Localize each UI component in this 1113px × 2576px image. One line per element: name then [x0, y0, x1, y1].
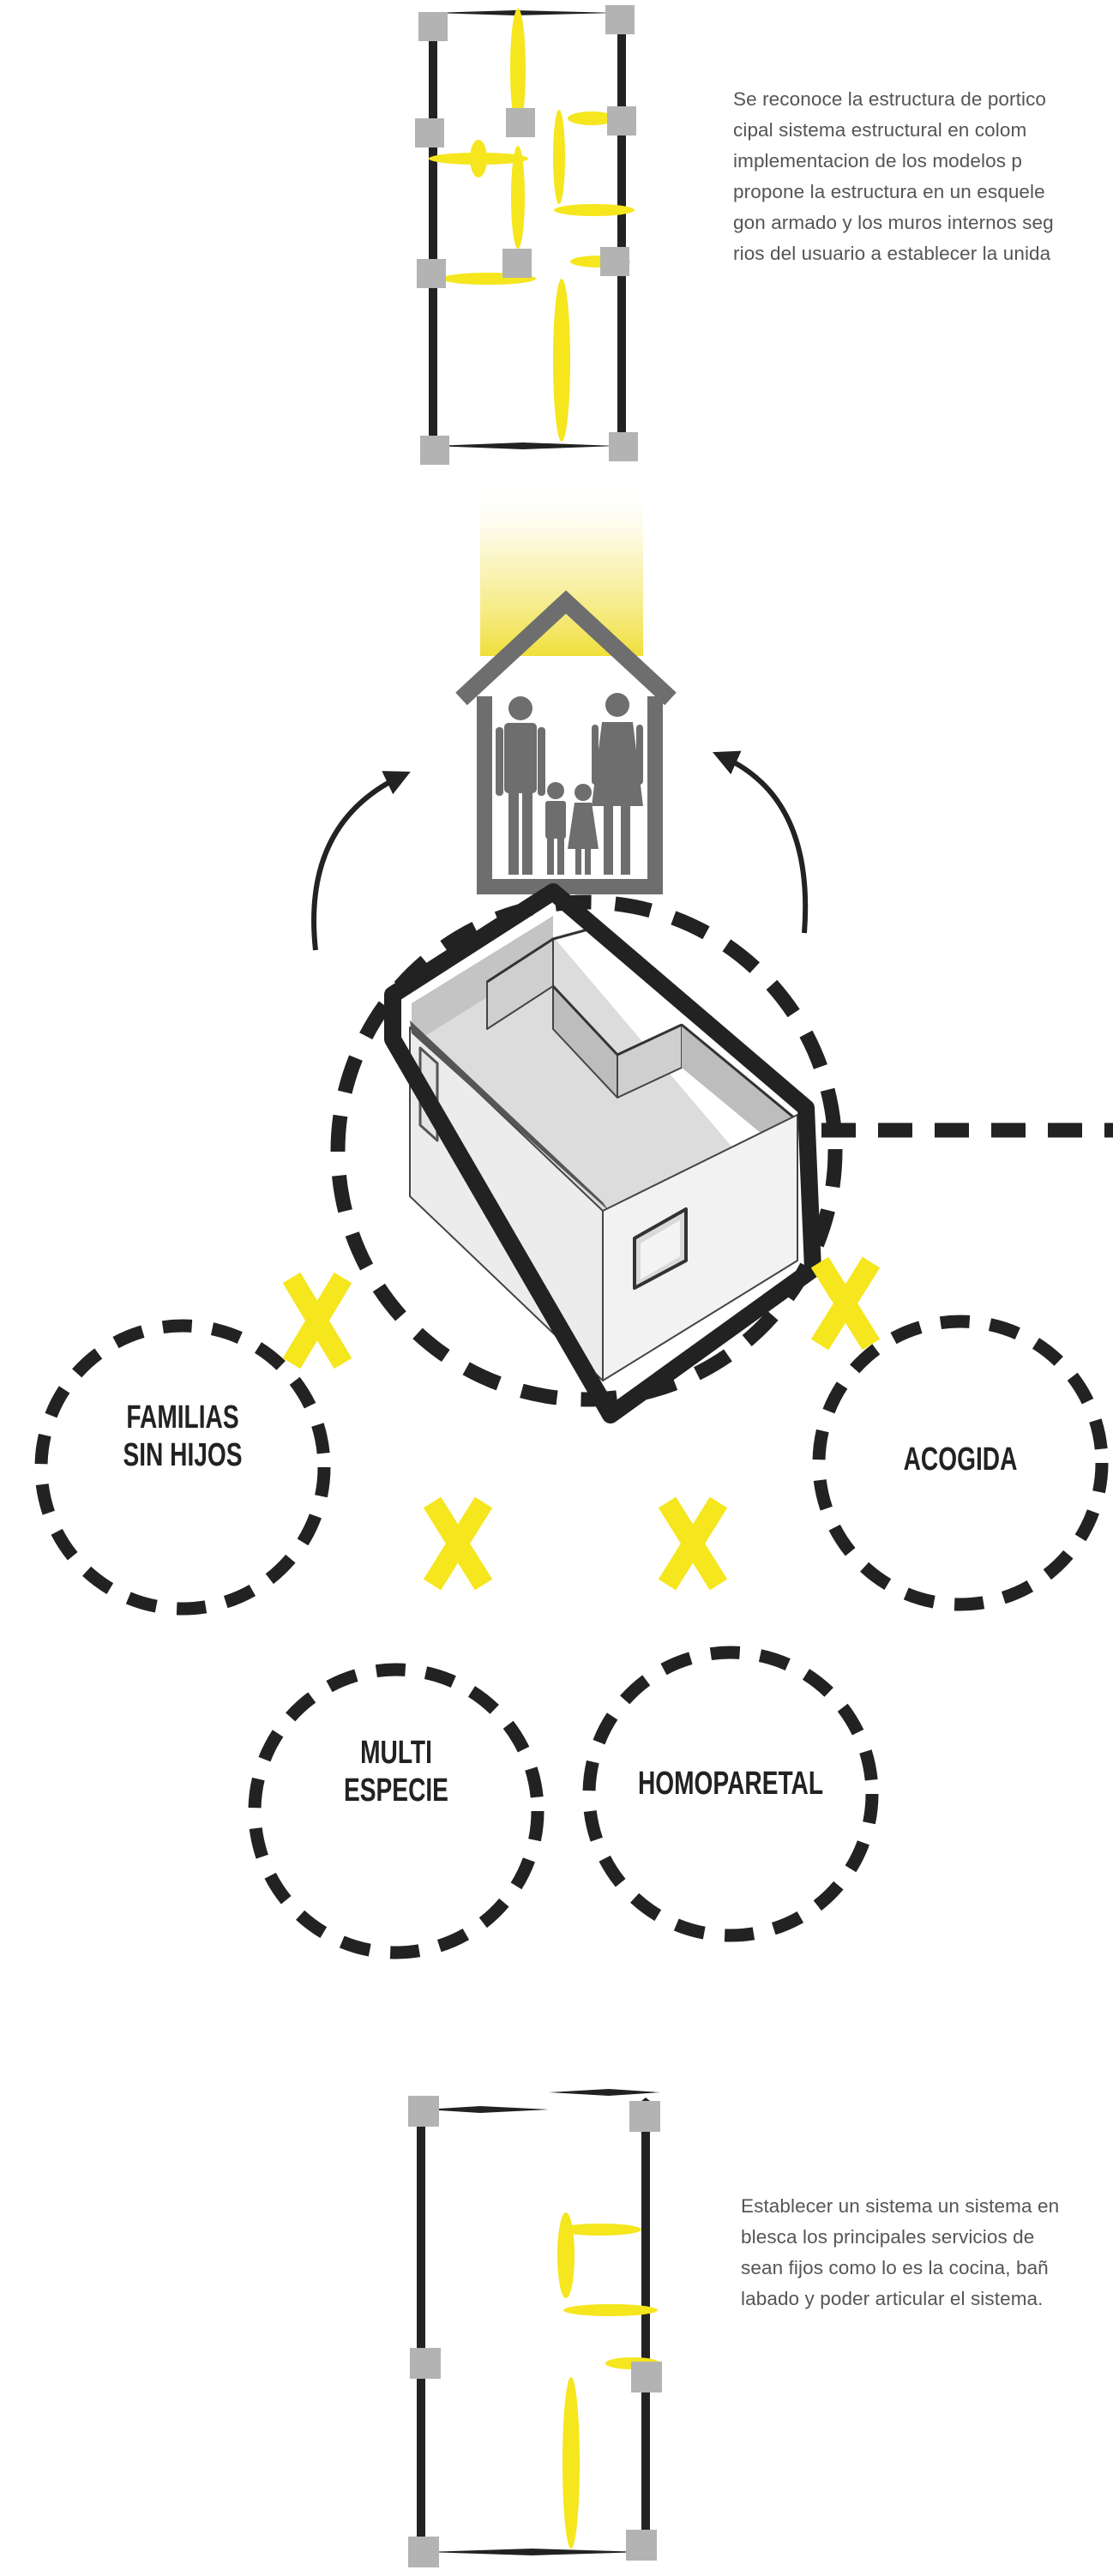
label-line: ESPECIE — [344, 1773, 448, 1809]
family-house-icon — [455, 590, 677, 894]
label-familias-sin-hijos: FAMILIAS SIN HIJOS — [106, 1399, 259, 1474]
paragraph-line: gon armado y los muros internos seg — [733, 212, 1054, 233]
label-line: SIN HIJOS — [123, 1437, 243, 1473]
structural-columns — [415, 5, 638, 465]
label-line: ACOGIDA — [903, 1441, 1018, 1478]
x-mark-icons — [282, 1256, 881, 1591]
central-dashed-circle — [330, 894, 843, 1407]
paragraph-line: Se reconoce la estructura de portico — [733, 88, 1047, 110]
bottom-paragraph: Establecer un sistema un sistema en bles… — [741, 2191, 1113, 2314]
label-acogida: ACOGIDA — [884, 1441, 1037, 1478]
structural-columns-bottom — [408, 2096, 662, 2567]
paragraph-line: sean fijos como lo es la cocina, bañ — [741, 2257, 1049, 2278]
paragraph-line: propone la estructura en un esquele — [733, 181, 1045, 202]
label-line: FAMILIAS — [126, 1399, 239, 1435]
yellow-wall-segments-bottom — [557, 2212, 660, 2549]
paragraph-line: labado y poder articular el sistema. — [741, 2288, 1044, 2309]
circle-multi-especie — [248, 1663, 544, 1959]
bottom-floor-plan — [408, 2089, 662, 2567]
paragraph-line: rios del usuario a establecer la unida — [733, 243, 1051, 264]
label-multi-especie: MULTI ESPECIE — [320, 1734, 472, 1809]
yellow-wall-segments — [429, 9, 635, 442]
top-paragraph: Se reconoce la estructura de portico cip… — [733, 84, 1113, 269]
x-mark-icon — [282, 1272, 352, 1369]
x-mark-icon — [810, 1256, 881, 1351]
isometric-module-icon — [384, 883, 821, 1423]
circle-familias-sin-hijos — [34, 1319, 331, 1616]
paragraph-line: cipal sistema estructural en colom — [733, 119, 1027, 141]
label-homoparetal: HOMOPARETAL — [617, 1765, 845, 1803]
paragraph-line: implementacion de los modelos p — [733, 150, 1023, 172]
label-line: MULTI — [360, 1735, 432, 1771]
curved-arrow-right — [713, 750, 809, 934]
x-mark-icon — [423, 1496, 493, 1591]
circle-acogida — [812, 1315, 1109, 1611]
light-beam — [480, 480, 643, 656]
top-floor-plan — [415, 5, 638, 465]
circle-homoparetal — [582, 1646, 879, 1942]
curved-arrow-left — [311, 771, 411, 951]
paragraph-line: blesca los principales servicios de — [741, 2226, 1035, 2248]
label-line: HOMOPARETAL — [637, 1766, 824, 1802]
x-mark-icon — [658, 1496, 728, 1591]
paragraph-line: Establecer un sistema un sistema en — [741, 2195, 1060, 2217]
